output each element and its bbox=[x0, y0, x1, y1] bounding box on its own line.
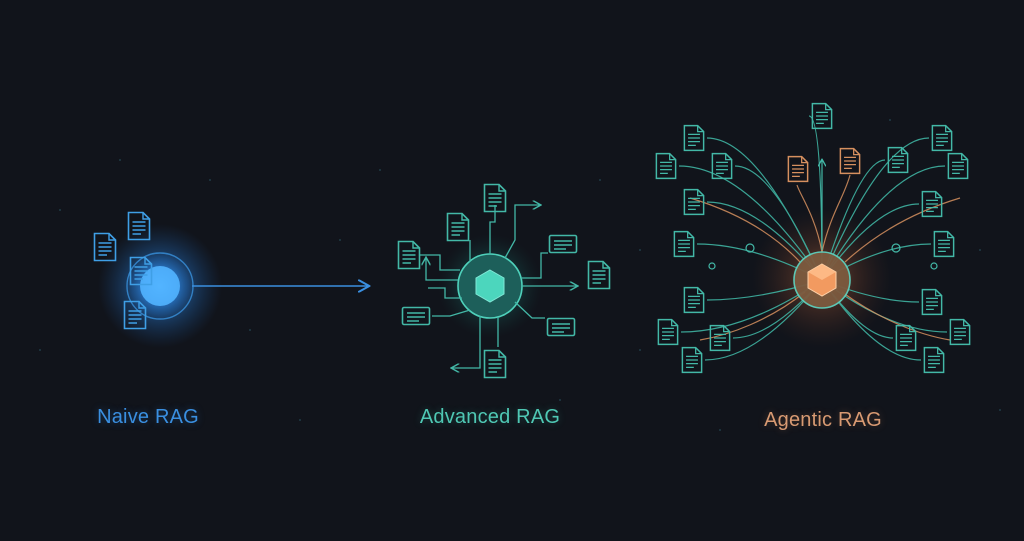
document-icon bbox=[931, 124, 953, 152]
stage-label-advanced-rag: Advanced RAG bbox=[419, 406, 561, 428]
document-icon bbox=[921, 288, 943, 316]
document-icon bbox=[483, 349, 507, 379]
document-icon bbox=[657, 318, 679, 346]
document-icon bbox=[923, 346, 945, 374]
connection-line bbox=[821, 137, 930, 281]
node-hub-icon bbox=[475, 269, 505, 303]
document-icon bbox=[681, 346, 703, 374]
card-icon bbox=[546, 317, 576, 337]
document-icon bbox=[446, 212, 470, 242]
document-icon bbox=[839, 147, 861, 175]
advanced-rag-cluster bbox=[397, 183, 611, 379]
document-icon bbox=[895, 324, 917, 352]
document-icon bbox=[811, 102, 833, 130]
card-icon bbox=[401, 306, 431, 326]
connection-line bbox=[678, 165, 823, 281]
naive-rag-cluster bbox=[93, 211, 369, 348]
document-icon bbox=[587, 260, 611, 290]
card-icon bbox=[548, 234, 578, 254]
stage-label-naive-rag: Naive RAG bbox=[97, 406, 199, 428]
document-icon bbox=[949, 318, 971, 346]
document-icon bbox=[655, 152, 677, 180]
document-icon bbox=[947, 152, 969, 180]
document-icon bbox=[397, 240, 421, 270]
agentic-rag-cluster bbox=[655, 102, 971, 374]
document-icon bbox=[921, 190, 943, 218]
document-icon bbox=[887, 146, 909, 174]
stage-label-agentic-rag: Agentic RAG bbox=[764, 409, 882, 431]
connection-line bbox=[821, 165, 946, 281]
document-icon bbox=[933, 230, 955, 258]
document-icon bbox=[673, 230, 695, 258]
document-icon bbox=[787, 155, 809, 183]
document-icon bbox=[683, 286, 705, 314]
document-icon bbox=[683, 124, 705, 152]
